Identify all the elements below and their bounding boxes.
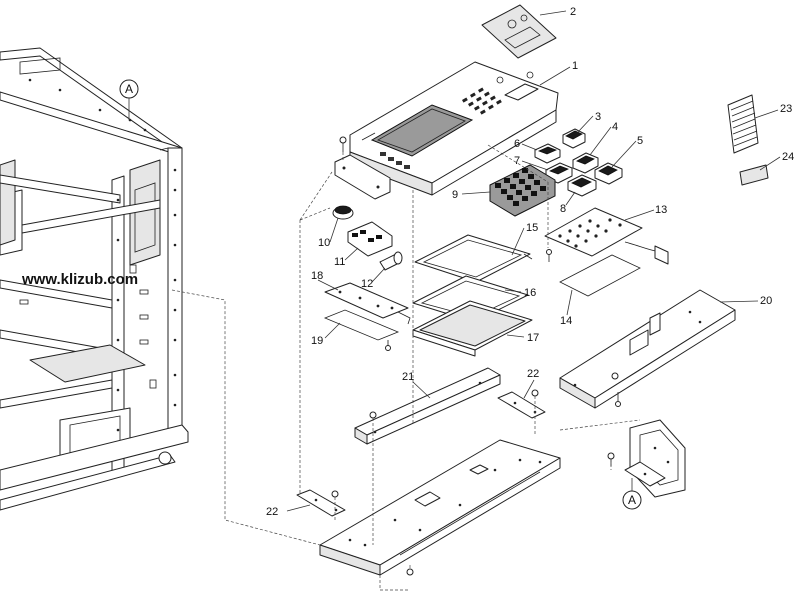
watermark-text: www.klizub.com: [21, 271, 138, 288]
callout-labels: 2 1 3 4 5 6 7 8 9 10 11 12 13 14 15 16 1…: [266, 6, 794, 518]
callout-15: 15: [526, 222, 538, 234]
svg-text:A: A: [628, 493, 636, 507]
main-frame-assembly: [0, 47, 189, 511]
callout-20: 20: [760, 295, 772, 307]
cylinder-part: [379, 251, 403, 271]
callout-10: 10: [318, 237, 330, 249]
key-top-assembly: [489, 164, 556, 217]
screw: [531, 389, 539, 397]
operation-panel-housing: [349, 61, 559, 196]
cross-bar-21: [354, 367, 501, 445]
callout-3: 3: [595, 111, 601, 123]
key-pcb-board-13: [544, 207, 669, 265]
callout-9: 9: [452, 189, 458, 201]
callout-22-right: 22: [527, 368, 539, 380]
callout-12: 12: [361, 278, 373, 290]
callout-leaders: [286, 10, 781, 512]
side-bracket-assembly: [624, 419, 686, 498]
svg-text:A: A: [125, 82, 133, 96]
reference-mark-a-bottom: A: [622, 478, 642, 510]
panel-base-plate: [319, 439, 561, 576]
callout-5: 5: [637, 135, 643, 147]
callout-13: 13: [655, 204, 667, 216]
bracket-22-left: [296, 489, 346, 517]
callout-22-left: 22: [266, 506, 278, 518]
callout-4: 4: [612, 121, 618, 133]
callout-18: 18: [311, 270, 323, 282]
callout-24: 24: [782, 151, 794, 163]
callout-14: 14: [560, 315, 572, 327]
led-connector-block: [347, 221, 393, 257]
callout-17: 17: [527, 332, 539, 344]
callout-19: 19: [311, 335, 323, 347]
lcd-unit-17: [412, 300, 533, 357]
callout-2: 2: [570, 6, 576, 18]
callout-21: 21: [402, 371, 414, 383]
callout-16: 16: [524, 287, 536, 299]
screw: [406, 568, 414, 576]
screw: [339, 136, 347, 152]
ventilation-label-23: [727, 94, 759, 154]
support-rail-20: [559, 289, 736, 409]
callout-11: 11: [334, 256, 345, 268]
key-switch-parts: [534, 128, 623, 197]
bracket-22-right: [497, 391, 546, 419]
pcb-board-18: [324, 282, 411, 325]
operation-panel-label-sheet: [481, 4, 557, 59]
dial-knob: [332, 205, 354, 220]
insulation-sheet-14: [546, 249, 641, 297]
pcb-sheet-19: [323, 309, 400, 341]
reference-mark-a-top: A: [119, 79, 139, 120]
panel-mounting-bracket: [334, 154, 391, 200]
callout-8: 8: [560, 203, 566, 215]
assembly-guide-lines: [171, 144, 641, 591]
screw: [369, 411, 377, 419]
callout-23: 23: [780, 103, 792, 115]
label-sheet-24: [739, 164, 769, 186]
screw: [331, 490, 339, 498]
callout-6: 6: [514, 138, 520, 150]
touch-panel-frame-15: [414, 234, 533, 283]
callout-1: 1: [572, 60, 578, 72]
callout-7: 7: [514, 155, 520, 167]
